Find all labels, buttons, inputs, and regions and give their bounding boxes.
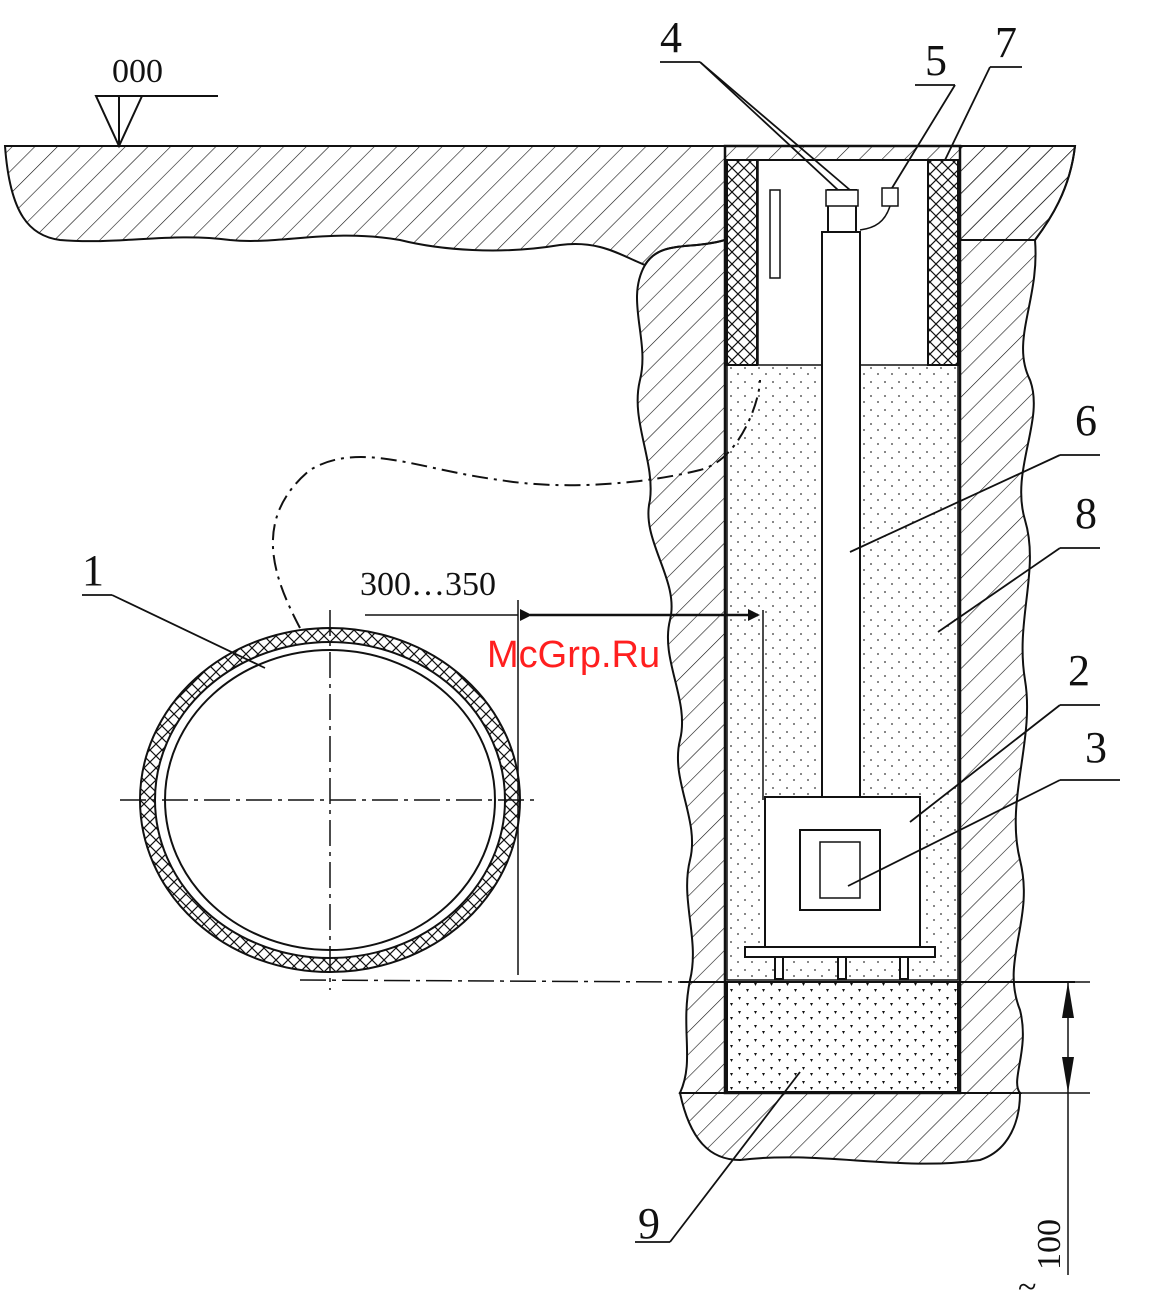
- dim-depth-arrow-bottom: [1062, 1057, 1074, 1093]
- sensor-base: [745, 947, 935, 957]
- inner-post: [770, 190, 780, 278]
- insulation-left: [727, 160, 757, 365]
- callout-7: 7: [995, 18, 1017, 67]
- dim-gap-text: 300…350: [360, 566, 496, 603]
- soil-bottom: [680, 1093, 1020, 1164]
- callout-8: 8: [1075, 489, 1097, 538]
- watermark: McGrp.Ru: [487, 634, 660, 676]
- callout-2: 2: [1068, 646, 1090, 695]
- terminal-wire: [860, 206, 890, 230]
- callout-5: 5: [925, 36, 947, 85]
- soil-right-wall: [960, 146, 1075, 1093]
- terminal-5: [882, 188, 898, 206]
- elevation-text: 000: [112, 53, 163, 90]
- dim-depth-arrow-top: [1062, 982, 1074, 1018]
- rod-tube: [822, 232, 860, 800]
- soil-left-wall: [637, 146, 725, 1093]
- gravel-bed: [727, 982, 958, 1092]
- callout-4: 4: [660, 13, 682, 62]
- well-lid: [725, 146, 960, 160]
- pipe-bottom-line: [300, 980, 680, 982]
- callout-6: 6: [1075, 396, 1097, 445]
- sensor-inner: [820, 842, 860, 898]
- dim-depth-text: 100: [1031, 1219, 1068, 1270]
- insulation-right: [928, 160, 958, 365]
- dim-depth-tilde: ~: [1018, 1269, 1036, 1304]
- ground-surface: [5, 146, 1075, 265]
- callout-9: 9: [638, 1199, 660, 1248]
- terminal-block: [826, 190, 858, 206]
- callout-1: 1: [82, 546, 104, 595]
- callout-3: 3: [1085, 723, 1107, 772]
